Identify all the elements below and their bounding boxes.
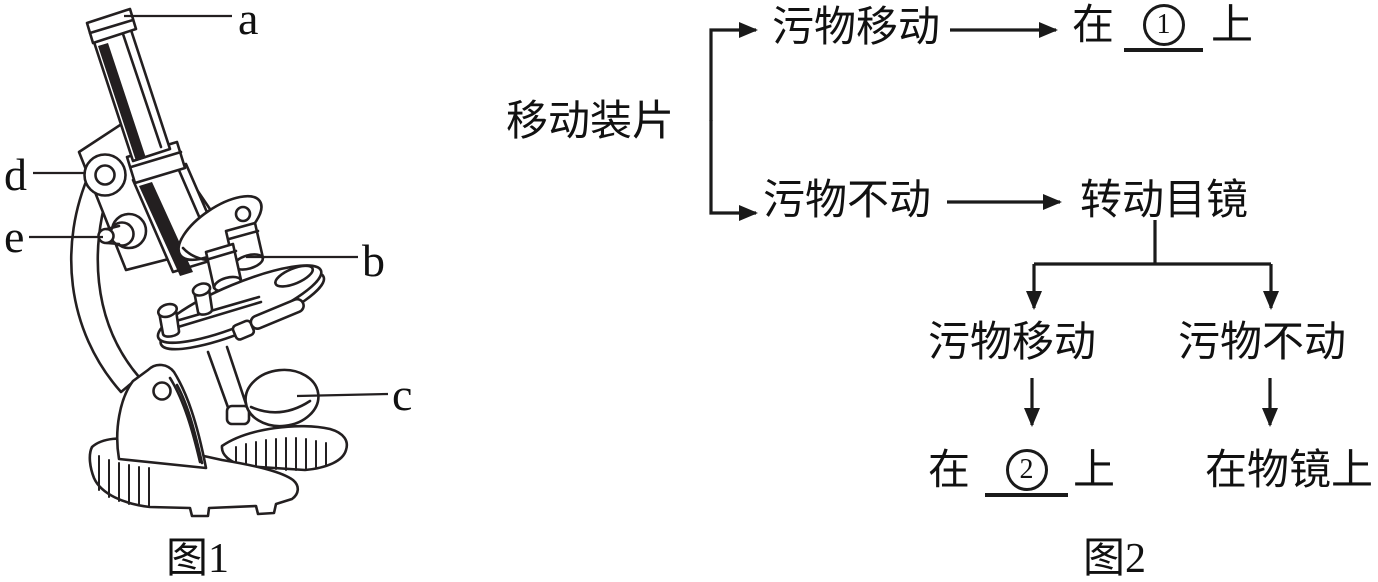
result2-prefix: 在: [928, 448, 971, 494]
bracket-upper-arrow: [709, 22, 758, 121]
leader-line-c: [296, 392, 389, 398]
result1-suffix: 上: [1211, 3, 1254, 49]
microscope-figure: a b c d e: [4, 0, 412, 518]
label-c: c: [392, 369, 412, 420]
flow-substill-label: 污物不动: [1178, 320, 1347, 366]
label-e: e: [4, 211, 24, 262]
result2-blank-line: 2: [985, 448, 1069, 497]
label-a: a: [238, 0, 258, 44]
base-rear-ribs: [235, 437, 327, 471]
mirror-yoke: [225, 404, 251, 426]
figure2-caption: 图2: [1083, 536, 1147, 582]
flow-submove-label: 污物移动: [928, 320, 1097, 366]
stage: [156, 264, 326, 351]
result1-blank-line: 1: [1124, 3, 1204, 52]
flow-result-3: 在物镜上: [1205, 448, 1374, 494]
base-front-ribs: [98, 455, 150, 507]
label-b: b: [362, 235, 385, 286]
stage-clips: [156, 282, 263, 338]
label-d: d: [4, 149, 27, 200]
inclination-joint: [115, 363, 208, 470]
result2-suffix: 上: [1073, 448, 1116, 494]
eyepiece-stripe: [98, 43, 146, 161]
branch-tee: [1034, 220, 1271, 266]
result1-prefix: 在: [1072, 3, 1115, 49]
flow-result-1: 在 1 上: [1072, 3, 1253, 52]
objective-lenses: [204, 221, 265, 293]
flow-branch-still-label: 污物不动: [763, 178, 932, 224]
flow-result-2: 在 2 上: [928, 448, 1115, 497]
bracket-lower-arrow: [709, 120, 758, 221]
flow-root-label: 移动装片: [506, 99, 675, 145]
flow-action-label: 转动目镜: [1080, 178, 1249, 224]
figure1-caption: 图1: [166, 536, 230, 582]
circled-number-1: 1: [1142, 4, 1185, 46]
flow-branch-move-label: 污物移动: [772, 5, 941, 51]
joint-pin: [152, 381, 172, 401]
circled-number-2: 2: [1005, 449, 1048, 491]
